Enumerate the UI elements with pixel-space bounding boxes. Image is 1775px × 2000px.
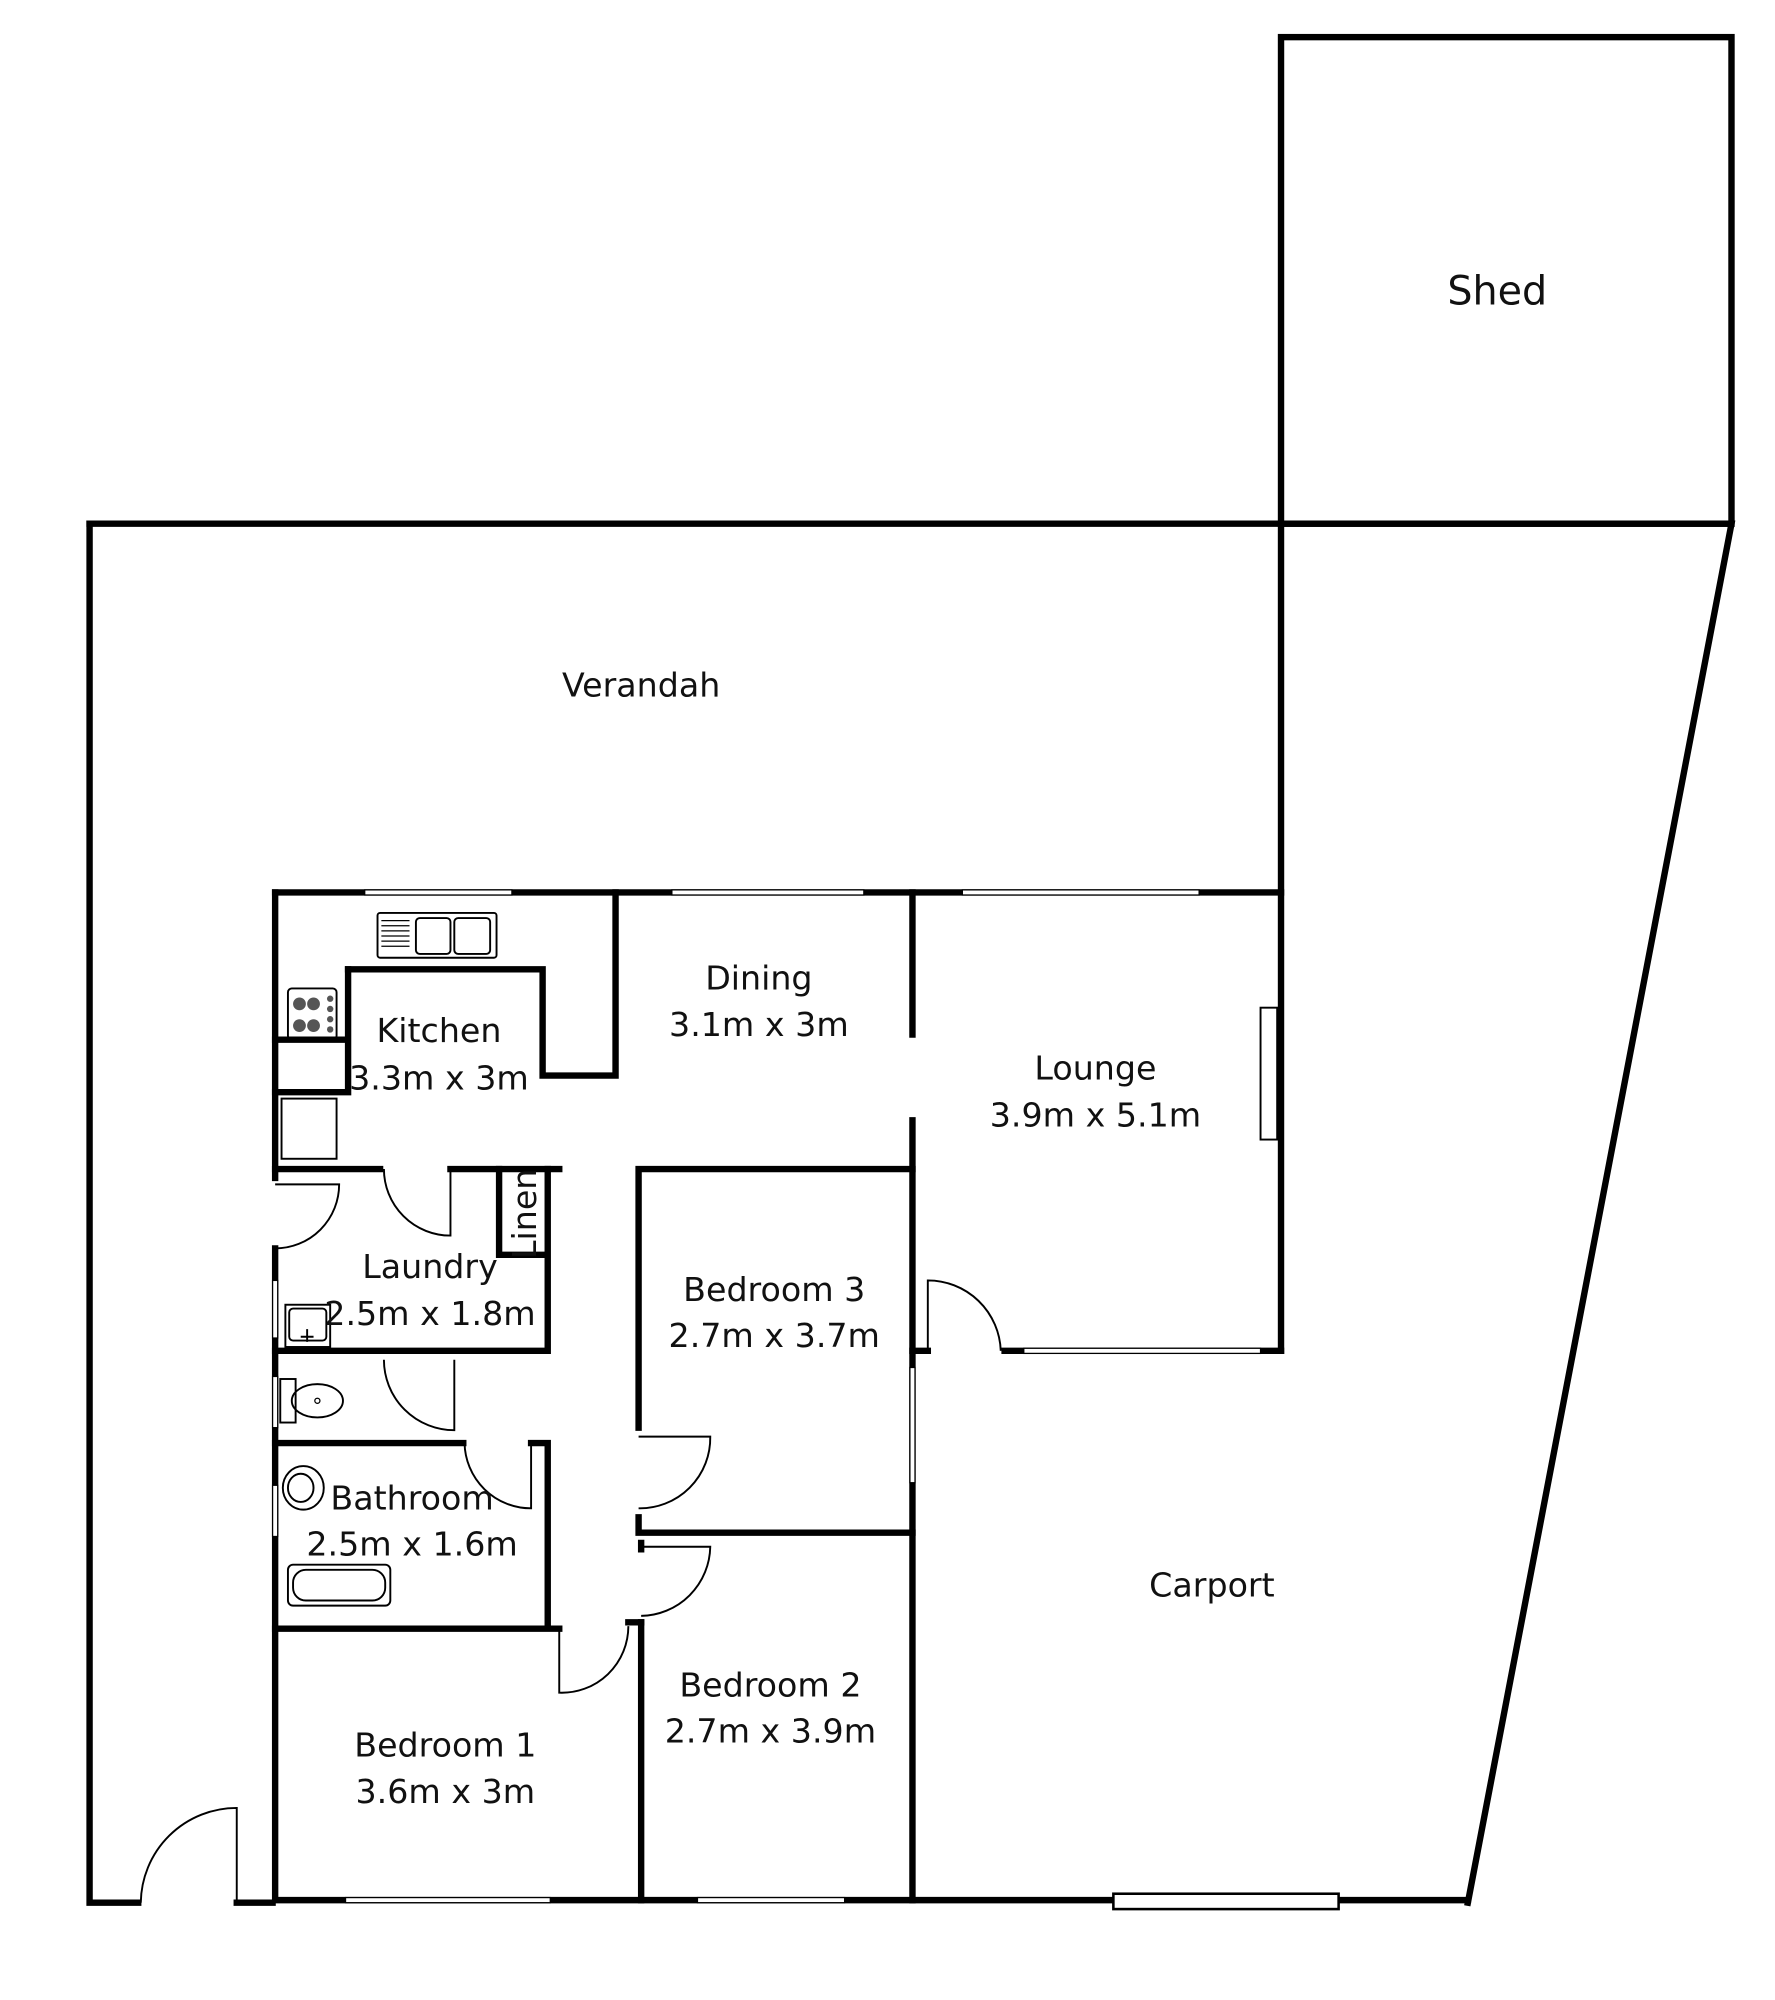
fridge-icon <box>280 1097 338 1160</box>
kitchen-size: 3.3m x 3m <box>349 1059 529 1098</box>
room-labels: Shed Verandah Kitchen 3.3m x 3m Dining 3… <box>306 269 1547 1811</box>
bedroom2-door-icon <box>641 1545 712 1617</box>
verandah-left-wall <box>86 520 276 1906</box>
bedroom1-label: Bedroom 1 <box>354 1726 536 1765</box>
bedroom1-size: 3.6m x 3m <box>356 1772 536 1811</box>
linen-label: Linen <box>505 1169 544 1259</box>
entry-door-icon <box>139 1806 238 1903</box>
lounge-door-icon <box>926 1279 1002 1351</box>
shed-label: Shed <box>1447 269 1547 315</box>
carport-label: Carport <box>1149 1566 1274 1605</box>
bedroom2-size: 2.7m x 3.9m <box>665 1712 876 1751</box>
doors <box>139 1169 1002 1903</box>
toilet-door-icon <box>382 1359 456 1432</box>
kitchen-label: Kitchen <box>376 1011 501 1050</box>
bedroom1-door-icon <box>558 1626 630 1694</box>
bedroom3-label: Bedroom 3 <box>683 1270 865 1309</box>
laundry-size: 2.5m x 1.8m <box>324 1294 535 1333</box>
laundry-tub-icon <box>284 1303 332 1348</box>
laundry-label: Laundry <box>362 1247 498 1286</box>
lounge-label: Lounge <box>1034 1048 1156 1087</box>
laundry-external-door-icon <box>275 1183 341 1250</box>
dining-label: Dining <box>705 959 812 998</box>
fixtures <box>279 911 498 1607</box>
laundry-door-icon <box>382 1169 452 1237</box>
windows <box>271 889 1340 1911</box>
bathtub-icon <box>286 1563 392 1607</box>
verandah-label: Verandah <box>562 666 720 705</box>
bedroom2-label: Bedroom 2 <box>679 1666 861 1705</box>
bathroom-door-icon <box>463 1443 533 1510</box>
fireplace-icon <box>1259 1006 1279 1141</box>
bedroom3-size: 2.7m x 3.7m <box>669 1316 880 1355</box>
kitchen-sink-icon <box>376 911 498 959</box>
outer-walls <box>86 33 1736 1907</box>
stove-icon <box>286 987 338 1041</box>
basin-icon <box>281 1465 325 1511</box>
dining-size: 3.1m x 3m <box>669 1005 849 1044</box>
bathroom-label: Bathroom <box>330 1479 493 1518</box>
toilet-icon <box>279 1378 344 1424</box>
lounge-size: 3.9m x 5.1m <box>990 1096 1201 1135</box>
bedroom3-door-icon <box>638 1435 712 1510</box>
verandah-roof-line <box>86 520 1736 1907</box>
bathroom-size: 2.5m x 1.6m <box>306 1525 517 1564</box>
